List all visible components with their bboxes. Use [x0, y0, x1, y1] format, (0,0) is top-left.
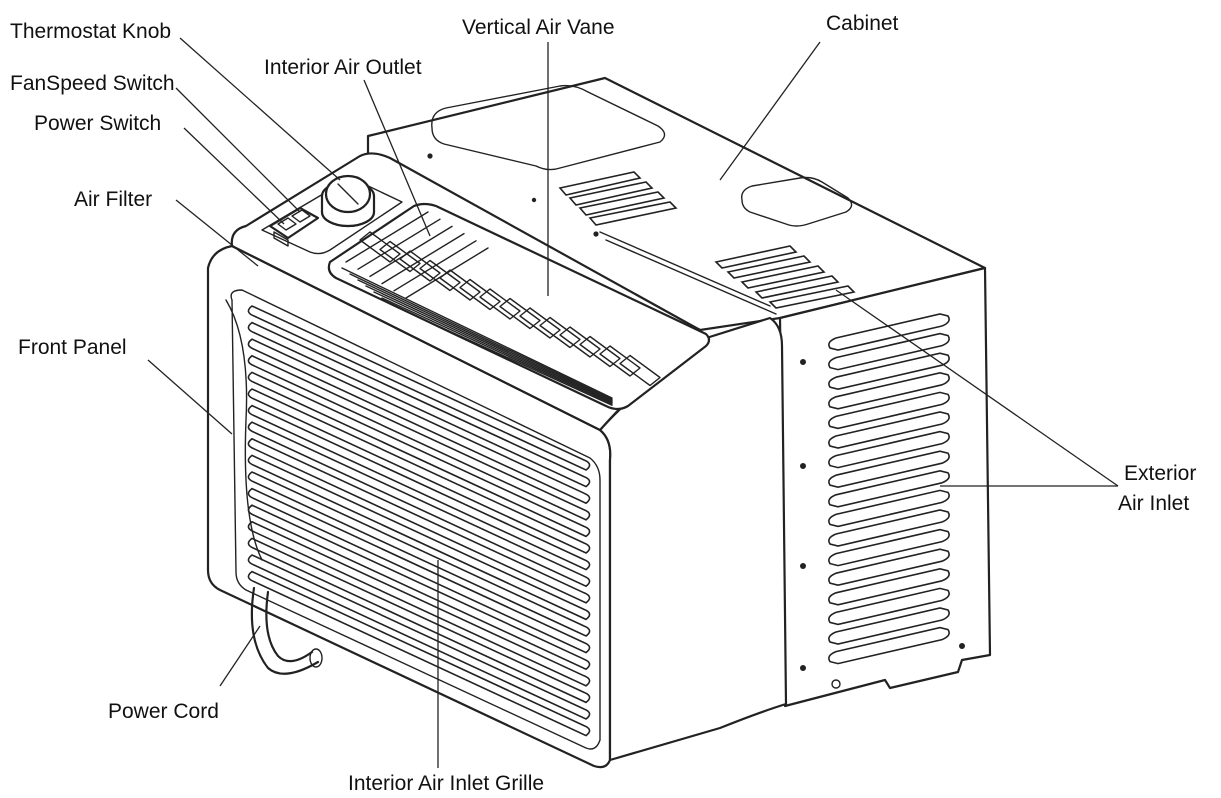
- vertical-vane: [439, 269, 481, 301]
- exterior-louver: [828, 391, 950, 430]
- label-interior-air-outlet: Interior Air Outlet: [264, 56, 422, 79]
- grille-slot: [247, 487, 591, 654]
- vertical-vane: [359, 231, 401, 263]
- label-power-switch: Power Switch: [34, 112, 161, 135]
- grille-slot: [247, 537, 591, 704]
- interior-air-outlet-frame: [327, 202, 711, 411]
- vertical-vane: [539, 316, 581, 349]
- grille-slot: [247, 554, 591, 720]
- label-power-cord: Power Cord: [108, 700, 219, 723]
- thermostat-knob: [320, 174, 376, 228]
- cabinet-body: [366, 76, 992, 708]
- leader-cabinet: [719, 41, 821, 181]
- vane-row: [381, 297, 613, 405]
- grille-slot: [247, 471, 591, 637]
- grille-slot: [247, 421, 591, 588]
- exterior-louver: [828, 548, 950, 587]
- exterior-louver: [828, 469, 950, 508]
- label-thermostat-knob: Thermostat Knob: [10, 20, 171, 43]
- exterior-louver: [828, 567, 950, 606]
- vane-row: [373, 291, 613, 404]
- leader-front-panel: [147, 359, 233, 435]
- grille-slot: [247, 354, 591, 521]
- vertical-vane: [599, 345, 641, 377]
- grille-slot: [247, 570, 591, 737]
- cabinet-top-louvers-right: [714, 245, 856, 309]
- interior-air-inlet-grille-slots: [247, 305, 591, 737]
- exterior-louver: [828, 332, 950, 371]
- leader-fanspeed-switch: [175, 87, 301, 213]
- exterior-louver: [828, 607, 950, 645]
- vane-cross: [345, 211, 429, 263]
- exterior-louver: [828, 411, 950, 449]
- vertical-vane: [499, 297, 541, 330]
- vane-row: [357, 279, 613, 402]
- grille-slot: [247, 404, 591, 571]
- exterior-louver: [828, 509, 950, 547]
- exterior-louver: [828, 626, 950, 665]
- power-and-fanspeed-switches: [268, 206, 320, 247]
- exterior-louver: [828, 430, 950, 469]
- leader-power-switch: [183, 127, 285, 225]
- exterior-louver: [828, 450, 950, 489]
- grille-slot: [247, 321, 591, 488]
- vane-row: [349, 273, 613, 400]
- power-cord: [250, 586, 323, 675]
- label-air-filter: Air Filter: [74, 188, 152, 211]
- leader-air-filter: [175, 199, 259, 267]
- exterior-louver: [828, 371, 950, 410]
- grille-slot: [247, 305, 591, 471]
- label-fanspeed-switch: FanSpeed Switch: [10, 72, 175, 95]
- label-exterior-air-inlet-line1: Exterior: [1124, 462, 1196, 485]
- leader-thermostat-knob: [179, 37, 341, 181]
- grille-slot: [247, 371, 591, 538]
- exterior-louver: [828, 587, 950, 626]
- vertical-vane: [419, 259, 461, 292]
- vertical-vane: [619, 354, 661, 387]
- grille-slot: [247, 454, 591, 621]
- exterior-louver: [828, 313, 950, 351]
- exterior-louver: [828, 489, 950, 528]
- exterior-air-inlet-louvers: [828, 313, 950, 665]
- vertical-vane: [399, 250, 441, 282]
- leader-lines: [147, 37, 1119, 768]
- vane-cross: [393, 240, 477, 292]
- grille-slot: [247, 520, 591, 687]
- label-exterior-air-inlet-line2: Air Inlet: [1118, 492, 1189, 515]
- exterior-louver: [828, 528, 950, 567]
- vane-row: [389, 303, 613, 406]
- vertical-vane: [459, 278, 501, 311]
- leader-interior-air-outlet: [363, 79, 431, 237]
- leader-exterior-air-inlet-top: [835, 289, 1119, 487]
- label-front-panel: Front Panel: [18, 336, 127, 359]
- vane-cross: [381, 232, 465, 285]
- leader-power-cord: [219, 625, 261, 687]
- exterior-louver: [828, 352, 950, 391]
- label-interior-air-inlet-grille: Interior Air Inlet Grille: [348, 772, 544, 795]
- vertical-vane: [559, 326, 601, 358]
- vane-row: [341, 267, 613, 399]
- cabinet-top-opening-large: [431, 84, 666, 171]
- grille-slot: [247, 437, 591, 604]
- label-cabinet: Cabinet: [826, 12, 899, 35]
- cabinet-top-opening-small: [741, 176, 853, 227]
- grille-slot: [247, 338, 591, 505]
- label-vertical-air-vane: Vertical Air Vane: [462, 16, 615, 39]
- grille-slot: [247, 388, 591, 554]
- vertical-vane: [519, 307, 561, 339]
- vane-row: [365, 285, 613, 403]
- vertical-vane: [479, 288, 521, 320]
- vertical-air-vane-grid: [341, 211, 661, 406]
- front-unit: [206, 152, 788, 769]
- callout-labels: Thermostat Knob Vertical Air Vane Cabine…: [10, 12, 1196, 795]
- vertical-vane: [579, 335, 621, 368]
- vertical-vane: [379, 240, 421, 273]
- cabinet-top-louvers-left: [558, 171, 678, 226]
